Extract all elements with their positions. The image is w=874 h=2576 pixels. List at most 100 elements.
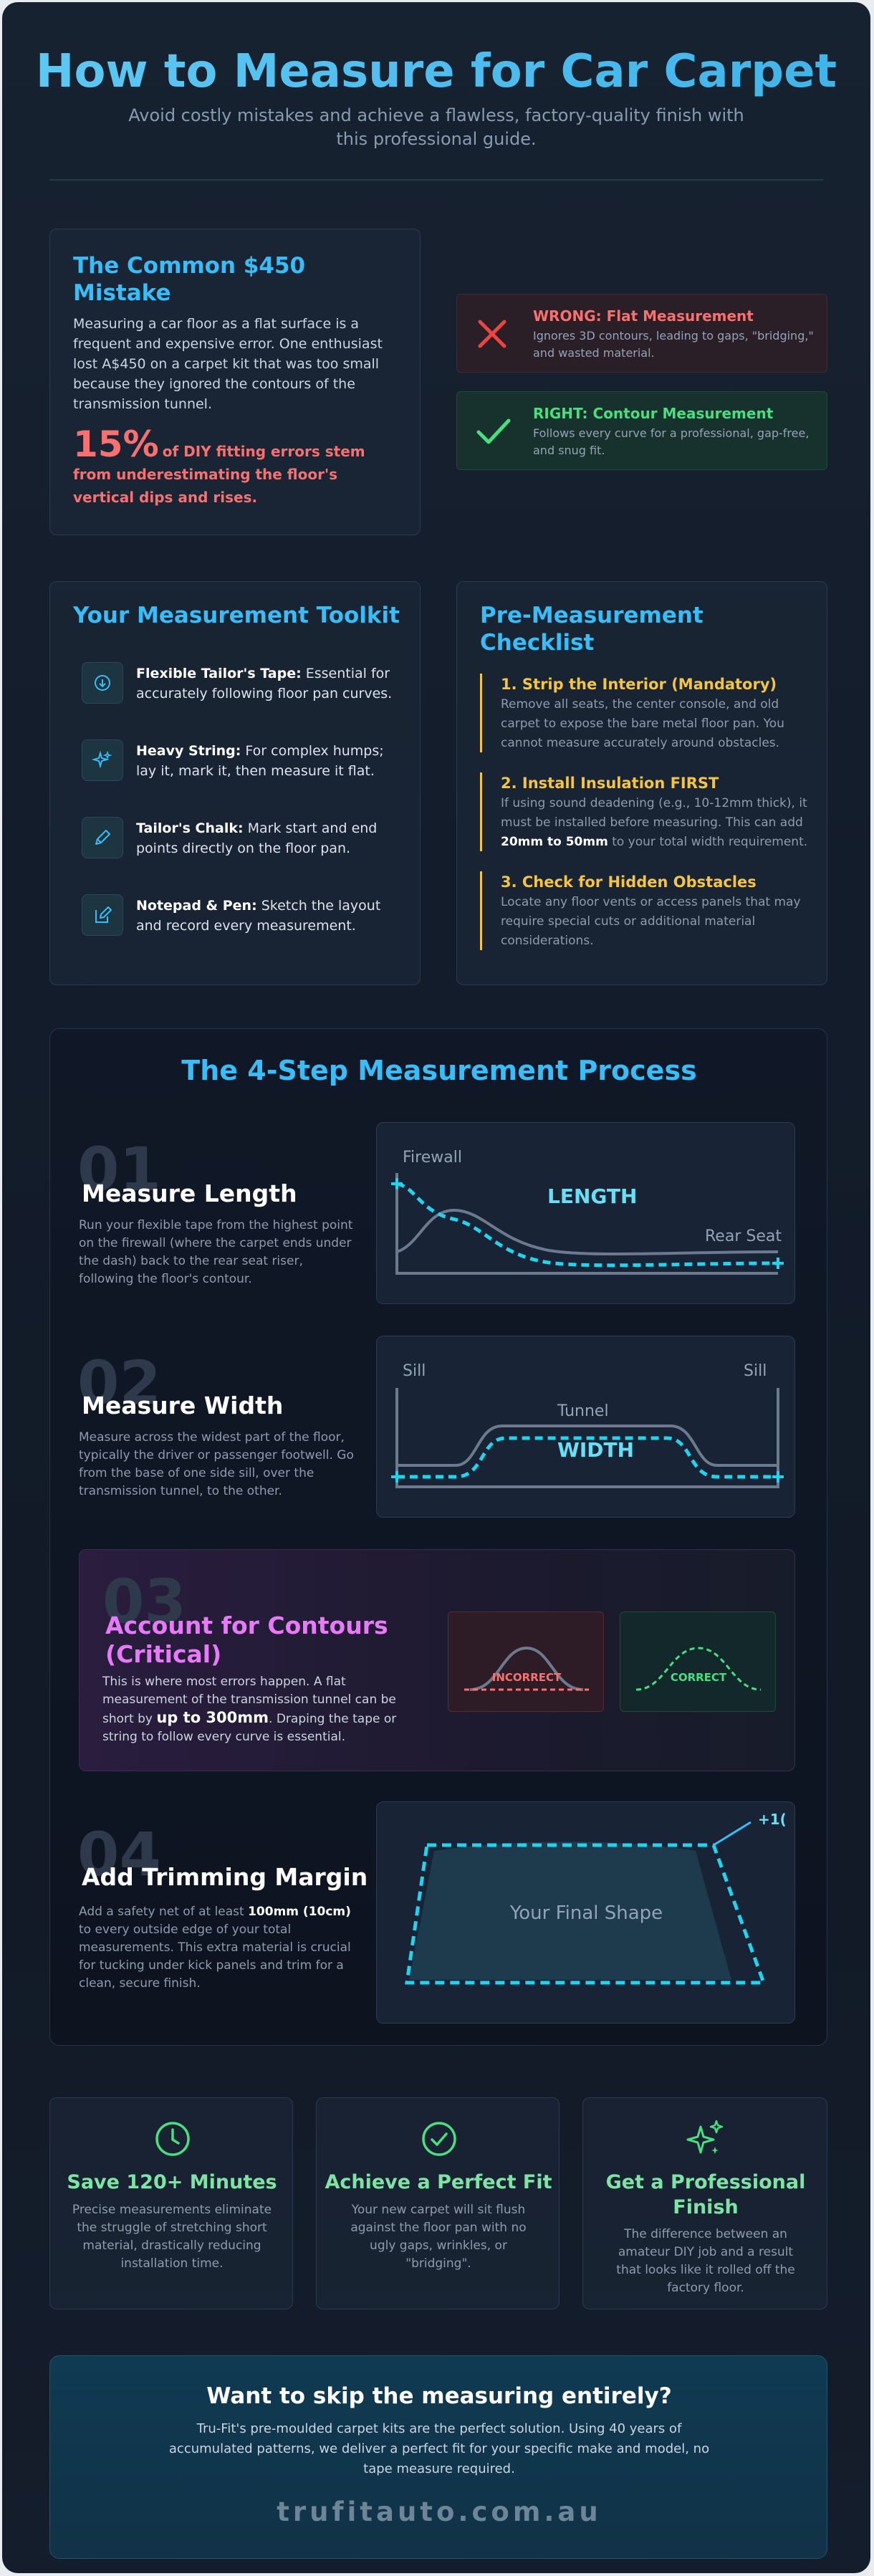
- desc-bold: up to 300mm: [156, 1709, 269, 1726]
- incorrect-diagram: INCORRECT: [448, 1612, 604, 1712]
- toolkit-item: Flexible Tailor's Tape: Essential for ac…: [136, 664, 401, 704]
- checklist-item: 2. Install Insulation FIRST If using sou…: [480, 772, 810, 851]
- toolkit-heading: Your Measurement Toolkit: [73, 603, 400, 628]
- desc-text: to every outside edge of your total meas…: [79, 1923, 351, 1991]
- checklist-item: 3. Check for Hidden Obstacles Locate any…: [480, 871, 810, 950]
- sill-left-label: Sill: [403, 1362, 426, 1380]
- page-title: How to Measure for Car Carpet: [2, 45, 870, 98]
- incorrect-label: INCORRECT: [491, 1671, 562, 1684]
- benefit-card: Save 120+ Minutes Precise measurements e…: [49, 2097, 293, 2309]
- right-desc: Follows every curve for a professional, …: [533, 426, 810, 457]
- correct-label: CORRECT: [670, 1671, 727, 1684]
- benefit-desc: The difference between an amateur DIY jo…: [616, 2227, 795, 2295]
- step-title: Add Trimming Margin: [82, 1863, 368, 1891]
- wrong-title: WRONG: Flat Measurement: [533, 307, 754, 325]
- toolkit-item-desc: Sketch the layout and record every measu…: [136, 898, 381, 934]
- step-title: Account for Contours (Critical): [105, 1612, 388, 1668]
- toolkit-card: Your Measurement Toolkit Flexible Tailor…: [49, 581, 421, 985]
- firewall-label: Firewall: [403, 1149, 462, 1167]
- width-label: WIDTH: [557, 1438, 635, 1462]
- check-circle-icon: [422, 2122, 456, 2156]
- desc-bold: 100mm (10cm): [248, 1905, 351, 1919]
- toolkit-item-desc: For complex humps; lay it, mark it, then…: [136, 743, 384, 779]
- length-label: LENGTH: [547, 1184, 638, 1208]
- checklist-item-desc: Remove all seats, the center console, an…: [501, 697, 784, 750]
- checklist-heading: Pre-Measurement Checklist: [480, 603, 703, 656]
- mistake-stat-text: of DIY fitting errors stem from underest…: [73, 443, 365, 506]
- benefit-card: Achieve a Perfect Fit Your new carpet wi…: [316, 2097, 560, 2309]
- step-title: Measure Width: [82, 1392, 284, 1419]
- toolkit-item-name: Tailor's Chalk:: [136, 820, 244, 836]
- desc-text: Add a safety net of at least: [79, 1905, 249, 1919]
- checklist-item: 1. Strip the Interior (Mandatory) Remove…: [480, 674, 810, 752]
- mistake-stat-block: 15% of DIY fitting errors stem from unde…: [73, 426, 403, 509]
- step-number: 04: [77, 1819, 161, 1890]
- clock-icon: [155, 2122, 190, 2156]
- benefit-title: Achieve a Perfect Fit: [325, 2171, 552, 2193]
- margin-diagram: Your Final Shape +1(: [376, 1801, 795, 2024]
- step-number: 02: [77, 1348, 161, 1418]
- benefit-title: Get a Professional Finish: [605, 2171, 806, 2218]
- step-number: 03: [102, 1566, 186, 1637]
- benefit-desc: Precise measurements eliminate the strug…: [72, 2203, 272, 2271]
- toolkit-item-name: Flexible Tailor's Tape:: [136, 666, 302, 681]
- toolkit-item-name: Notepad & Pen:: [136, 898, 257, 914]
- mistake-heading: The Common $450 Mistake: [73, 253, 306, 306]
- page-subtitle: Avoid costly mistakes and achieve a flaw…: [128, 105, 744, 149]
- cta-body: Tru-Fit's pre-moulded carpet kits are th…: [168, 2421, 710, 2476]
- desc-bold: 20mm to 50mm: [501, 835, 608, 849]
- process-heading: The 4-Step Measurement Process: [181, 1055, 697, 1086]
- toolkit-item-name: Heavy String:: [136, 743, 241, 759]
- step-desc: Run your flexible tape from the highest …: [79, 1218, 353, 1286]
- toolkit-item: Tailor's Chalk: Mark start and end point…: [136, 818, 401, 858]
- checklist-item-title: 3. Check for Hidden Obstacles: [501, 873, 757, 891]
- notepad-icon: [82, 894, 123, 936]
- cta-heading: Want to skip the measuring entirely?: [206, 2383, 672, 2409]
- cta-url-link[interactable]: trufitauto.com.au: [277, 2496, 602, 2527]
- wrong-desc: Ignores 3D contours, leading to gaps, "b…: [533, 329, 814, 360]
- right-card: RIGHT: Contour Measurement Follows every…: [456, 391, 827, 470]
- checklist-card: Pre-Measurement Checklist 1. Strip the I…: [456, 581, 827, 985]
- mistake-stat: 15%: [73, 423, 159, 465]
- checklist-item-desc: If using sound deadening (e.g., 10-12mm …: [501, 794, 810, 852]
- pencil-icon: [82, 817, 123, 858]
- step-desc: Add a safety net of at least 100mm (10cm…: [79, 1903, 358, 1993]
- sill-right-label: Sill: [744, 1362, 767, 1380]
- desc-text: This is where most errors happen. A flat…: [102, 1675, 396, 1726]
- cross-icon: [478, 320, 506, 348]
- tunnel-label: Tunnel: [557, 1402, 609, 1420]
- wrong-card: WRONG: Flat Measurement Ignores 3D conto…: [456, 294, 827, 373]
- margin-label: +1(: [758, 1811, 787, 1828]
- toolkit-item-desc: Mark start and end points directly on th…: [136, 820, 378, 856]
- cta-card: Want to skip the measuring entirely? Tru…: [49, 2355, 827, 2559]
- step-number: 01: [77, 1134, 161, 1205]
- right-title: RIGHT: Contour Measurement: [533, 405, 774, 422]
- checklist-item-title: 1. Strip the Interior (Mandatory): [501, 676, 777, 693]
- header-divider: [49, 179, 823, 181]
- process-section: The 4-Step Measurement Process 01 Measur…: [49, 1028, 827, 2046]
- desc-text: If using sound deadening (e.g., 10-12mm …: [501, 796, 807, 830]
- sparkle-icon: [82, 739, 123, 781]
- step-desc: This is where most errors happen. A flat…: [102, 1673, 425, 1746]
- tape-icon: [82, 662, 123, 704]
- checklist-item-desc: Locate any floor vents or access panels …: [501, 895, 801, 948]
- length-diagram: Firewall Rear Seat LENGTH: [376, 1122, 795, 1304]
- mistake-card: The Common $450 Mistake Measuring a car …: [49, 229, 421, 535]
- benefit-desc: Your new carpet will sit flush against t…: [350, 2203, 527, 2271]
- correct-diagram: CORRECT: [620, 1612, 776, 1712]
- benefit-card: Get a Professional Finish The difference…: [582, 2097, 827, 2309]
- rear-seat-label: Rear Seat: [705, 1227, 782, 1245]
- benefit-title: Save 120+ Minutes: [67, 2171, 277, 2193]
- mistake-body: Measuring a car floor as a flat surface …: [73, 316, 383, 412]
- sparkles-icon: [686, 2120, 724, 2154]
- step-title: Measure Length: [82, 1179, 297, 1207]
- step-desc: Measure across the widest part of the fl…: [79, 1430, 354, 1498]
- checklist-item-title: 2. Install Insulation FIRST: [501, 775, 719, 792]
- width-diagram: Sill Sill Tunnel WIDTH: [376, 1336, 795, 1518]
- desc-text: . Draping the tape or string to follow e…: [102, 1712, 397, 1744]
- toolkit-item-desc: Essential for accurately following floor…: [136, 666, 393, 702]
- toolkit-item: Heavy String: For complex humps; lay it,…: [136, 741, 401, 781]
- final-shape-label: Your Final Shape: [509, 1902, 663, 1924]
- desc-text: to your total width requirement.: [608, 835, 808, 849]
